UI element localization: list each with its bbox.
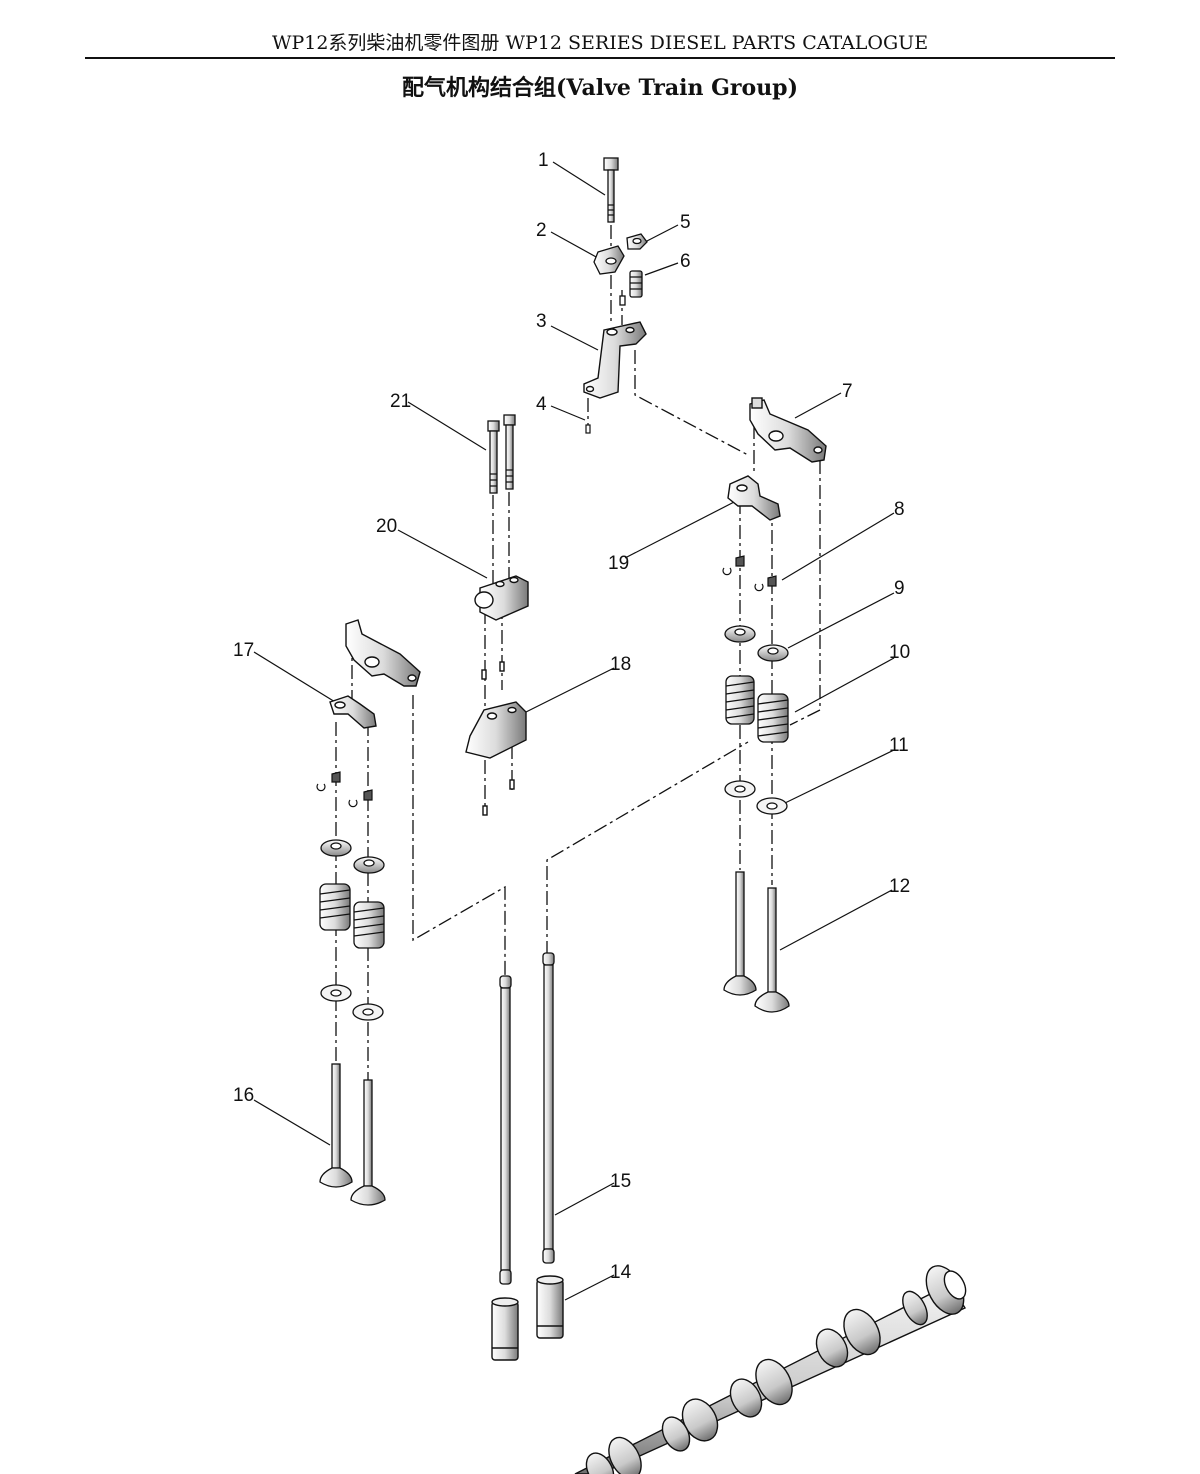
tappet-part-14	[491, 1275, 564, 1361]
valve-part-16	[319, 1063, 386, 1206]
valve-bridge-part-19	[727, 475, 781, 521]
nut-part-5	[626, 233, 648, 250]
rocker-bracket-part-3	[583, 321, 647, 399]
valve-spring-left	[319, 883, 385, 949]
callout-10: 10	[889, 642, 910, 663]
pin-part-4	[585, 424, 591, 434]
page-title: 配气机构结合组(Valve Train Group)	[402, 75, 798, 101]
callout-6: 6	[680, 251, 691, 272]
callout-1: 1	[538, 150, 549, 171]
callout-20: 20	[376, 516, 397, 537]
callout-11: 11	[889, 735, 909, 756]
push-rod-part-15	[499, 952, 555, 1285]
spring-retainer-left	[320, 839, 385, 874]
callout-9: 9	[894, 578, 905, 599]
rocker-arm-left	[345, 619, 421, 687]
callout-19: 19	[608, 553, 629, 574]
clamp-part-2	[593, 245, 625, 275]
callout-3: 3	[536, 311, 547, 332]
leader-lines	[253, 161, 895, 1301]
rocker-arm-part-7	[749, 397, 827, 463]
valve-part-12	[723, 871, 790, 1013]
callout-numbers: 1 2 3 4 5 6 7 8 9 10 11 12 14 15 16 17 1…	[233, 150, 910, 1283]
camshaft	[574, 1265, 967, 1474]
callout-15: 15	[610, 1171, 631, 1192]
assembly-centerlines	[335, 225, 821, 1080]
bolt-part-1	[603, 157, 619, 223]
callout-18: 18	[610, 654, 631, 675]
spring-seat-left	[320, 984, 384, 1021]
valve-collets-part-8	[722, 555, 777, 592]
callout-21: 21	[390, 391, 411, 412]
valve-collets-left	[316, 771, 373, 808]
callout-12: 12	[889, 876, 910, 897]
bolts-part-21	[487, 414, 516, 494]
spring-seat-part-11	[724, 780, 788, 815]
callout-4: 4	[536, 394, 547, 415]
callout-17: 17	[233, 640, 254, 661]
spring-retainer-part-9	[724, 625, 789, 662]
callout-5: 5	[680, 212, 691, 233]
rocker-shaft-block-part-18	[465, 661, 527, 816]
screw-part-6	[619, 270, 643, 306]
callout-16: 16	[233, 1085, 254, 1106]
callout-8: 8	[894, 499, 905, 520]
valve-bridge-part-17	[329, 695, 377, 729]
valve-spring-part-10	[725, 675, 789, 743]
header-rule	[85, 57, 1115, 59]
callout-2: 2	[536, 220, 547, 241]
callout-7: 7	[842, 381, 853, 402]
rocker-support-part-20	[474, 575, 529, 621]
callout-14: 14	[610, 1262, 632, 1283]
page-header: WP12系列柴油机零件图册 WP12 SERIES DIESEL PARTS C…	[271, 32, 929, 54]
